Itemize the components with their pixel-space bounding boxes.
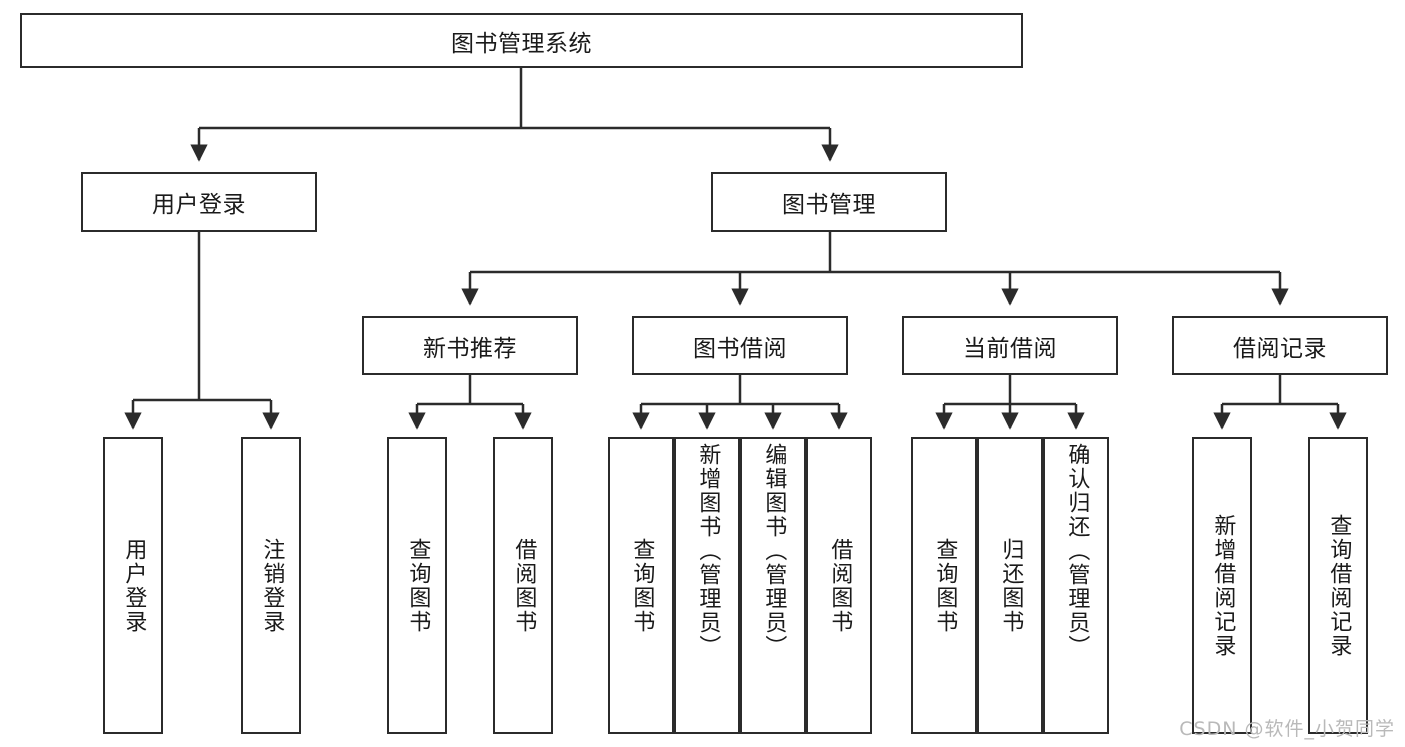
node-book-management[interactable]: 图书管理 xyxy=(711,172,947,232)
node-label: 查询图书 xyxy=(629,537,655,634)
node-label: 查询图书 xyxy=(405,537,431,634)
leaf-record-query-record[interactable]: 查询借阅记录 xyxy=(1308,437,1368,734)
node-label: 图书管理 xyxy=(782,192,876,218)
node-label: 新增图书（管理员） xyxy=(695,443,721,659)
leaf-borrow-query-book[interactable]: 查询图书 xyxy=(608,437,674,734)
node-book-borrow[interactable]: 图书借阅 xyxy=(632,316,848,375)
leaf-current-return-book[interactable]: 归还图书 xyxy=(977,437,1043,734)
leaf-borrow-borrow-book[interactable]: 借阅图书 xyxy=(806,437,872,734)
node-label: 查询图书 xyxy=(932,537,958,634)
node-root-system[interactable]: 图书管理系统 xyxy=(20,13,1023,68)
node-label: 归还图书 xyxy=(998,537,1024,634)
leaf-current-query-book[interactable]: 查询图书 xyxy=(911,437,977,734)
node-current-borrow[interactable]: 当前借阅 xyxy=(902,316,1118,375)
node-new-book-recommend[interactable]: 新书推荐 xyxy=(362,316,578,375)
node-label: 借阅记录 xyxy=(1233,335,1327,362)
node-label: 图书管理系统 xyxy=(451,30,592,57)
leaf-current-confirm-return-admin[interactable]: 确认归还（管理员） xyxy=(1043,437,1109,734)
node-label: 借阅图书 xyxy=(827,537,853,634)
node-label: 查询借阅记录 xyxy=(1326,513,1352,658)
node-label: 用户登录 xyxy=(152,192,246,218)
leaf-user-login-signin[interactable]: 用户登录 xyxy=(103,437,163,734)
leaf-user-login-signout[interactable]: 注销登录 xyxy=(241,437,301,734)
node-label: 编辑图书（管理员） xyxy=(761,443,787,659)
node-label: 新增借阅记录 xyxy=(1210,513,1236,658)
node-label: 注销登录 xyxy=(259,537,285,634)
leaf-borrow-edit-book-admin[interactable]: 编辑图书（管理员） xyxy=(740,437,806,734)
watermark-text: CSDN @软件_小贺同学 xyxy=(1179,718,1395,740)
node-label: 当前借阅 xyxy=(963,335,1057,362)
leaf-borrow-add-book-admin[interactable]: 新增图书（管理员） xyxy=(674,437,740,734)
node-label: 新书推荐 xyxy=(423,335,517,362)
node-label: 用户登录 xyxy=(121,537,147,634)
node-label: 借阅图书 xyxy=(511,537,537,634)
node-borrow-record[interactable]: 借阅记录 xyxy=(1172,316,1388,375)
node-user-login[interactable]: 用户登录 xyxy=(81,172,317,232)
node-label: 确认归还（管理员） xyxy=(1064,443,1090,659)
leaf-recommend-query-book[interactable]: 查询图书 xyxy=(387,437,447,734)
node-label: 图书借阅 xyxy=(693,335,787,362)
leaf-record-add-record[interactable]: 新增借阅记录 xyxy=(1192,437,1252,734)
leaf-recommend-borrow-book[interactable]: 借阅图书 xyxy=(493,437,553,734)
